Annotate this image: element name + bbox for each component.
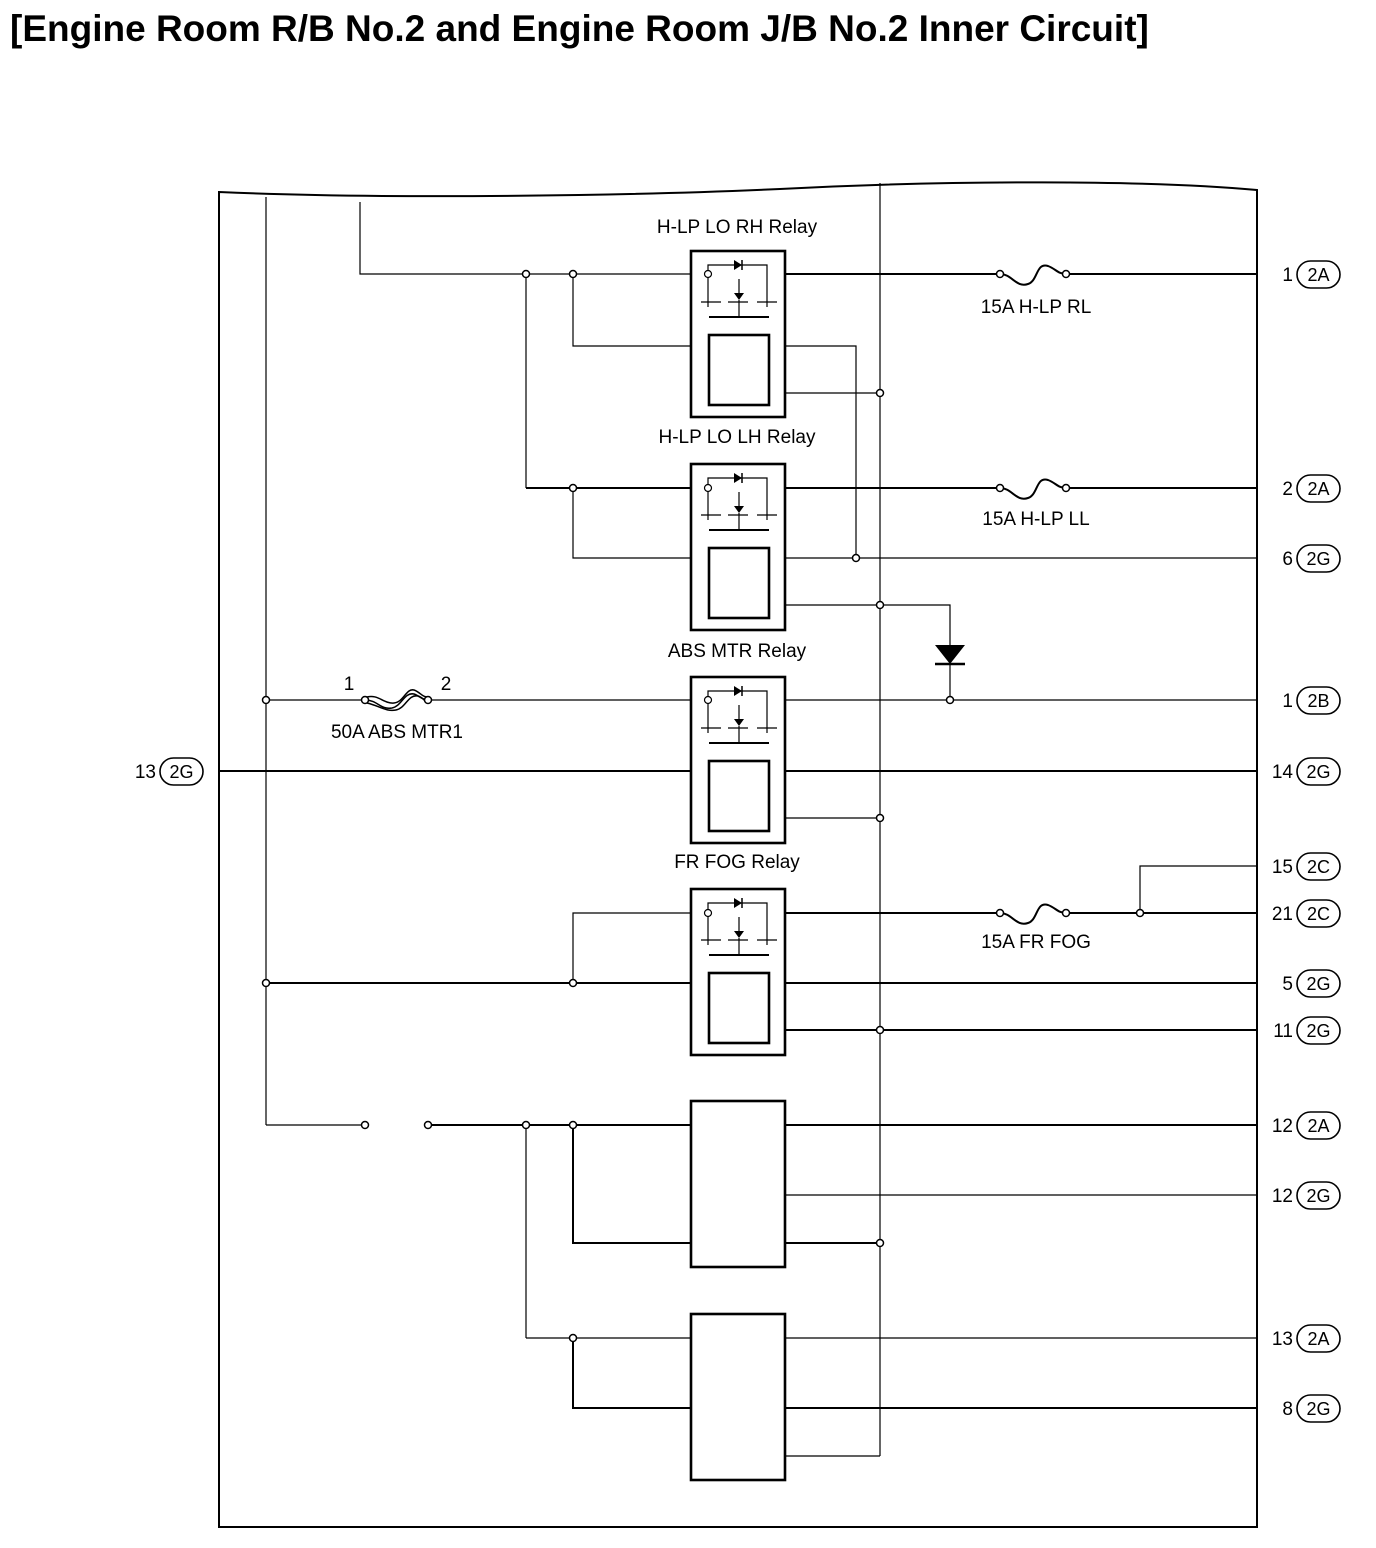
wire-lh-diode <box>769 604 951 645</box>
fuse-fr-fog <box>995 903 1071 925</box>
junction-dots <box>261 269 1145 1343</box>
terminal-right-7: 5 2G <box>1282 969 1341 998</box>
terminal-pin: 1 <box>1282 265 1293 286</box>
terminal-right-4: 14 2G <box>1272 757 1341 786</box>
fuse-label-abs-mtr1: 50A ABS MTR1 <box>331 722 463 743</box>
relay-hlp-lo-rh <box>689 249 787 419</box>
terminal-pin: 11 <box>1273 1021 1293 1042</box>
terminal-right-5: 15 2C <box>1272 852 1341 881</box>
relay-hlp-lo-lh <box>689 462 787 632</box>
terminal-right-1: 2 2A <box>1282 474 1341 503</box>
relay-abs-mtr <box>689 675 787 845</box>
terminal-right-3: 1 2B <box>1282 686 1341 715</box>
terminal-connector: 2C <box>1307 857 1330 877</box>
terminal-connector: 2G <box>1306 1021 1330 1041</box>
terminal-connector: 2A <box>1307 479 1329 499</box>
terminal-pin: 14 <box>1272 762 1294 783</box>
fuse-hlp-rl <box>995 264 1071 286</box>
terminal-right-10: 12 2G <box>1272 1181 1341 1210</box>
terminal-pin: 5 <box>1282 974 1293 995</box>
terminal-right-2: 6 2G <box>1282 544 1341 573</box>
terminal-connector: 2G <box>1306 549 1330 569</box>
lower-block-1 <box>689 1099 787 1269</box>
terminal-right-0: 1 2A <box>1282 260 1341 289</box>
terminal-connector: 2A <box>1307 265 1329 285</box>
terminal-pin: 12 <box>1272 1116 1293 1137</box>
terminal-pin: 21 <box>1272 904 1293 925</box>
terminal-pin: 15 <box>1272 857 1293 878</box>
wire-rh-coil-a <box>572 274 709 347</box>
terminal-connector: 2G <box>1306 1186 1330 1206</box>
relay-fr-fog <box>689 887 787 1057</box>
terminal-connector: 2G <box>1306 762 1330 782</box>
terminal-pin: 8 <box>1282 1399 1293 1420</box>
wire-block2-coil <box>572 1338 691 1409</box>
wire-block1-coil <box>572 1125 691 1244</box>
wire-top-feed <box>359 202 708 275</box>
terminal-right-9: 12 2A <box>1272 1111 1341 1140</box>
fuse-pin-1: 1 <box>344 674 355 695</box>
relay-label-hlp-lo-lh: H-LP LO LH Relay <box>659 427 816 448</box>
terminal-connector: 2G <box>1306 1399 1330 1419</box>
terminal-connector: 2B <box>1307 691 1329 711</box>
fuse-label-hlp-rl: 15A H-LP RL <box>981 297 1092 318</box>
fuse-label-hlp-ll: 15A H-LP LL <box>982 509 1089 530</box>
terminal-left-13-2g: 13 2G <box>135 757 204 786</box>
terminal-right-8: 11 2G <box>1273 1016 1341 1045</box>
terminal-pin: 12 <box>1272 1186 1293 1207</box>
fuse-label-fr-fog: 15A FR FOG <box>981 932 1091 953</box>
terminal-pin: 13 <box>135 762 156 783</box>
terminal-connector: 2G <box>169 762 193 782</box>
terminal-right-12: 8 2G <box>1282 1394 1341 1423</box>
terminal-pin: 2 <box>1282 479 1293 500</box>
terminal-connector: 2C <box>1307 904 1330 924</box>
lower-open-link <box>360 1120 433 1130</box>
terminal-right-6: 21 2C <box>1272 899 1341 928</box>
terminal-connector: 2A <box>1307 1329 1329 1349</box>
diode-symbol <box>935 645 965 664</box>
terminal-connector: 2G <box>1306 974 1330 994</box>
relay-label-hlp-lo-rh: H-LP LO RH Relay <box>657 217 818 238</box>
box-outline <box>218 181 1258 1528</box>
terminal-pin: 1 <box>1282 691 1293 712</box>
relay-label-abs-mtr: ABS MTR Relay <box>668 641 807 662</box>
terminal-pin: 6 <box>1282 549 1293 570</box>
terminal-right-11: 13 2A <box>1272 1324 1341 1353</box>
fuse-abs-mtr1 <box>360 689 433 712</box>
terminal-pin: 13 <box>1272 1329 1293 1350</box>
wire-15-2c <box>1139 865 1257 913</box>
terminal-connector: 2A <box>1307 1116 1329 1136</box>
wire-fog-feed <box>572 912 708 983</box>
fuse-hlp-ll <box>995 478 1071 500</box>
relay-label-fr-fog: FR FOG Relay <box>674 852 800 873</box>
lower-block-2 <box>689 1312 787 1482</box>
fuse-pin-2: 2 <box>441 674 452 695</box>
page-title: [Engine Room R/B No.2 and Engine Room J/… <box>10 8 1149 49</box>
wire-lh-coil-a <box>572 488 709 559</box>
